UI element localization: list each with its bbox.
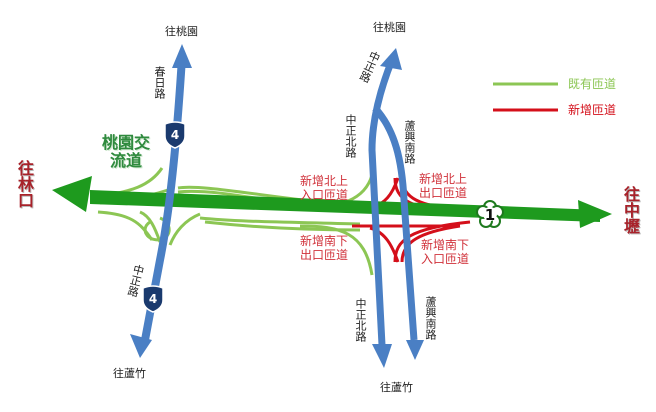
arrow-south-icon [406, 340, 424, 360]
route-4-shield-top: 4 [164, 121, 186, 149]
ramp-label-line: 新增北上 [419, 172, 468, 186]
road-label-zhongzheng-north-lower: 中正北路 [354, 298, 367, 342]
road-label-luxing-south-upper: 蘆興南路 [403, 120, 416, 164]
road-label-zhongzheng-north-upper: 中正北路 [344, 114, 357, 158]
arrow-south-icon [130, 334, 152, 358]
direction-label-west: 往林口 [15, 160, 34, 208]
direction-label-north-right: 往桃園 [373, 21, 406, 34]
freeway-1 [52, 176, 612, 228]
direction-label-south-right: 往蘆竹 [380, 381, 413, 394]
direction-label-south-left: 往蘆竹 [113, 367, 146, 380]
freeway-1-shield: 1 [476, 200, 504, 228]
ramp-label-line: 出口匝道 [300, 248, 349, 263]
ramp-label-line: 新增北上 [300, 174, 349, 188]
local-roads-right [368, 58, 418, 346]
interchange-name: 桃園交流道 [101, 133, 150, 171]
arrow-west-icon [52, 176, 92, 212]
arrow-east-icon [578, 200, 612, 228]
existing-ramps-left [97, 167, 361, 246]
ramp-label-nb-exit: 新增北上 出口匝道 [419, 172, 467, 201]
svg-text:4: 4 [171, 128, 179, 142]
ramp-label-line: 出口匝道 [419, 186, 468, 201]
ramp-label-line: 入口匝道 [300, 188, 349, 203]
legend-existing-label: 既有匝道 [568, 77, 617, 91]
ramp-label-sb-entry: 新增南下 入口匝道 [421, 238, 469, 267]
route-4-shield-bottom: 4 [142, 285, 164, 313]
ramp-label-sb-exit: 新增南下 出口匝道 [300, 234, 348, 263]
direction-label-north-left: 往桃園 [165, 25, 198, 38]
arrow-north-icon [172, 44, 192, 68]
arrow-north-icon [380, 48, 402, 70]
ramp-label-nb-entry: 新增北上 入口匝道 [300, 174, 348, 203]
ramp-label-line: 新增南下 [421, 238, 470, 252]
ramp-label-line: 新增南下 [300, 234, 349, 248]
road-label-chunri: 春日路 [153, 66, 166, 99]
provincial-road-4 [130, 44, 192, 358]
arrow-south-icon [372, 344, 392, 368]
ramp-label-line: 入口匝道 [421, 252, 470, 267]
svg-text:1: 1 [485, 206, 495, 224]
road-label-luxing-south-lower: 蘆興南路 [424, 296, 437, 340]
legend-new-label: 新增匝道 [568, 103, 617, 117]
svg-text:4: 4 [149, 292, 157, 306]
direction-label-east: 往中壢 [621, 186, 640, 234]
